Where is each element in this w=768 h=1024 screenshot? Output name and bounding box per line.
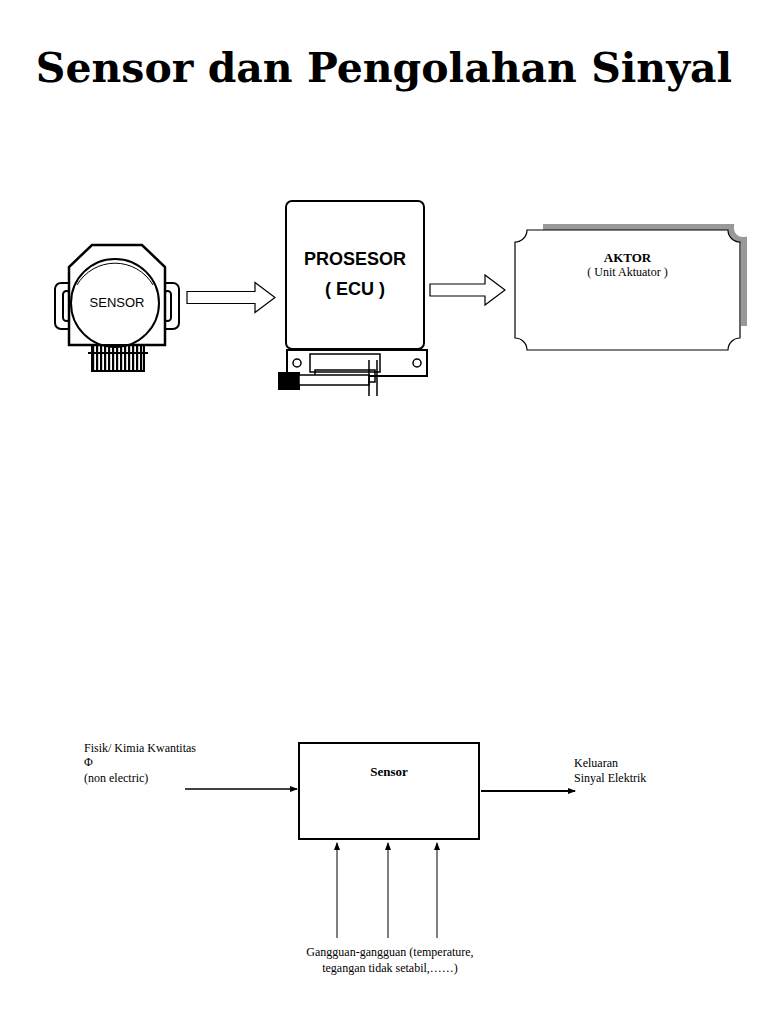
node-label: PROSESOR ( ECU ): [299, 200, 411, 304]
block-arrow: [430, 275, 505, 305]
input-arrow: [185, 788, 297, 789]
output-arrow: [481, 790, 575, 792]
input-quantity: Fisik/ Kimia Kwantitas: [84, 741, 196, 756]
input-symbol: Φ: [84, 755, 93, 770]
node-sublabel: ( Unit Aktuator ): [515, 265, 740, 280]
disturbance-arrow: [337, 843, 338, 938]
node-label: Sensor: [298, 742, 480, 780]
ecu-box: PROSESOR ( ECU ): [285, 200, 425, 350]
sensor-block: Sensor: [298, 742, 480, 840]
actuator-box: AKTOR( Unit Aktuator ): [515, 230, 740, 350]
node-label: AKTOR: [515, 230, 740, 265]
disturbance-arrow: [388, 843, 389, 938]
block-arrow: [187, 283, 275, 313]
input-note: (non electric): [84, 771, 148, 786]
output-label: Sinyal Elektrik: [574, 771, 646, 786]
output-label: Keluaran: [574, 756, 618, 771]
disturbance-label: tegangan tidak setabil,……): [322, 961, 458, 976]
page-title: Sensor dan Pengolahan Sinyal: [0, 44, 768, 92]
sensor-illustration: SENSOR: [52, 245, 182, 371]
sensor-block-shape: [298, 742, 480, 840]
disturbance-arrow: [437, 843, 438, 938]
disturbance-label: Gangguan-gangguan (temperature,: [306, 945, 473, 960]
ecu-box-shape: [285, 200, 425, 350]
actuator-box-shape: [515, 230, 740, 350]
node-label: SENSOR: [52, 245, 182, 311]
